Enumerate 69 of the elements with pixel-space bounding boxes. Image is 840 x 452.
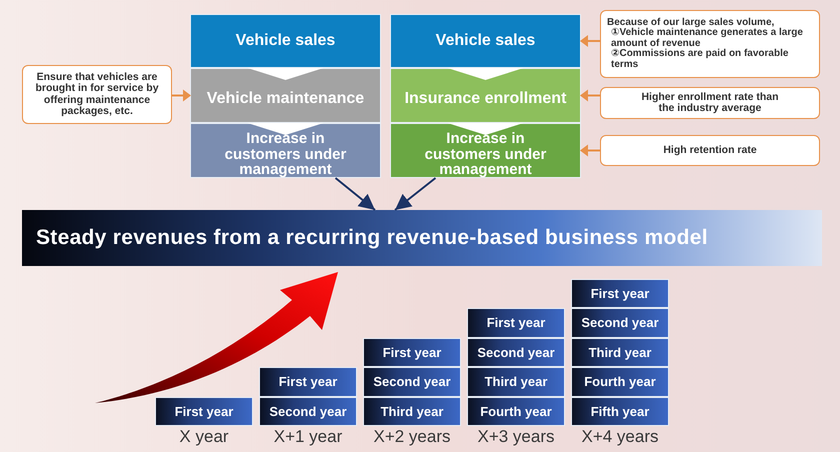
box-text: Vehicle sales: [236, 32, 336, 50]
year-block: [467, 308, 565, 338]
block-text: Fifth year: [590, 404, 650, 419]
axis-label: X+4 years: [580, 427, 660, 447]
year-block: [571, 396, 669, 426]
block-text: First year: [382, 344, 442, 360]
box-text: Insurance enrollment: [404, 91, 566, 108]
chevron-arrow: [248, 123, 324, 135]
axis-label: X+2 years: [372, 427, 452, 447]
year-block: [259, 396, 357, 426]
block-text: Third year: [380, 404, 444, 419]
box-text: Vehicle sales: [436, 32, 536, 50]
block-text: First year: [590, 286, 650, 301]
callout-text: ①Vehicle maintenance generates a large amount of revenue: [610, 28, 804, 49]
year-block: [467, 396, 565, 426]
callout-text: ②Commissions are paid on favorable terms: [610, 49, 790, 70]
process-box: [390, 123, 581, 178]
block-text: Third year: [484, 374, 548, 390]
arrow: [394, 177, 436, 211]
year-block: [363, 367, 461, 396]
block-text: Second year: [269, 404, 347, 419]
block-text: Second year: [581, 315, 659, 330]
callout-pointer: [172, 90, 191, 102]
axis-label: X+1 year: [272, 427, 344, 447]
callout-text: Higher enrollment rate than the industry average: [641, 92, 779, 114]
year-block: [155, 396, 253, 426]
block-text: First year: [174, 404, 234, 419]
block-text: Fourth year: [584, 374, 656, 390]
callout-box: [22, 65, 172, 124]
year-block: [571, 367, 669, 396]
process-box: [390, 68, 581, 123]
block-text: Second year: [373, 374, 451, 390]
year-block: [571, 338, 669, 367]
year-block: [363, 396, 461, 426]
chevron-arrow: [448, 123, 524, 135]
process-box: [190, 14, 381, 68]
block-text: Third year: [588, 344, 652, 360]
box-text: Increase in customers under management: [424, 130, 548, 178]
year-block: [363, 338, 461, 367]
year-block: [571, 278, 669, 308]
year-block: [467, 338, 565, 367]
year-block: [467, 367, 565, 396]
banner-text: Steady revenues from a recurring revenue-based business model: [36, 226, 708, 250]
process-box: [390, 14, 581, 68]
callout-pointer: [580, 144, 600, 156]
axis-label: X year: [178, 427, 230, 447]
chevron-arrow: [248, 68, 324, 80]
banner: [22, 210, 822, 266]
block-text: Fourth year: [480, 404, 552, 419]
callout-box: [600, 10, 820, 78]
block-text: First year: [486, 315, 546, 330]
callout-box: [600, 87, 820, 119]
box-text: Vehicle maintenance: [206, 91, 364, 108]
callout-text: Because of our large sales volume,: [607, 18, 774, 28]
arrow: [334, 177, 376, 211]
chevron-arrow: [448, 68, 524, 80]
callout-pointer: [580, 90, 600, 102]
year-block: [571, 308, 669, 338]
process-box: [190, 123, 381, 178]
year-block: [259, 367, 357, 396]
process-box: [190, 68, 381, 123]
callout-pointer: [580, 35, 600, 47]
callout-text: High retention rate: [663, 144, 757, 156]
callout-text: Ensure that vehicles are brought in for service by offering maintenance packages, etc.: [34, 72, 160, 117]
callout-box: [600, 135, 820, 166]
block-text: Second year: [477, 344, 555, 360]
axis-label: X+3 years: [476, 427, 556, 447]
block-text: First year: [278, 374, 338, 390]
box-text: Increase in customers under management: [224, 130, 348, 178]
